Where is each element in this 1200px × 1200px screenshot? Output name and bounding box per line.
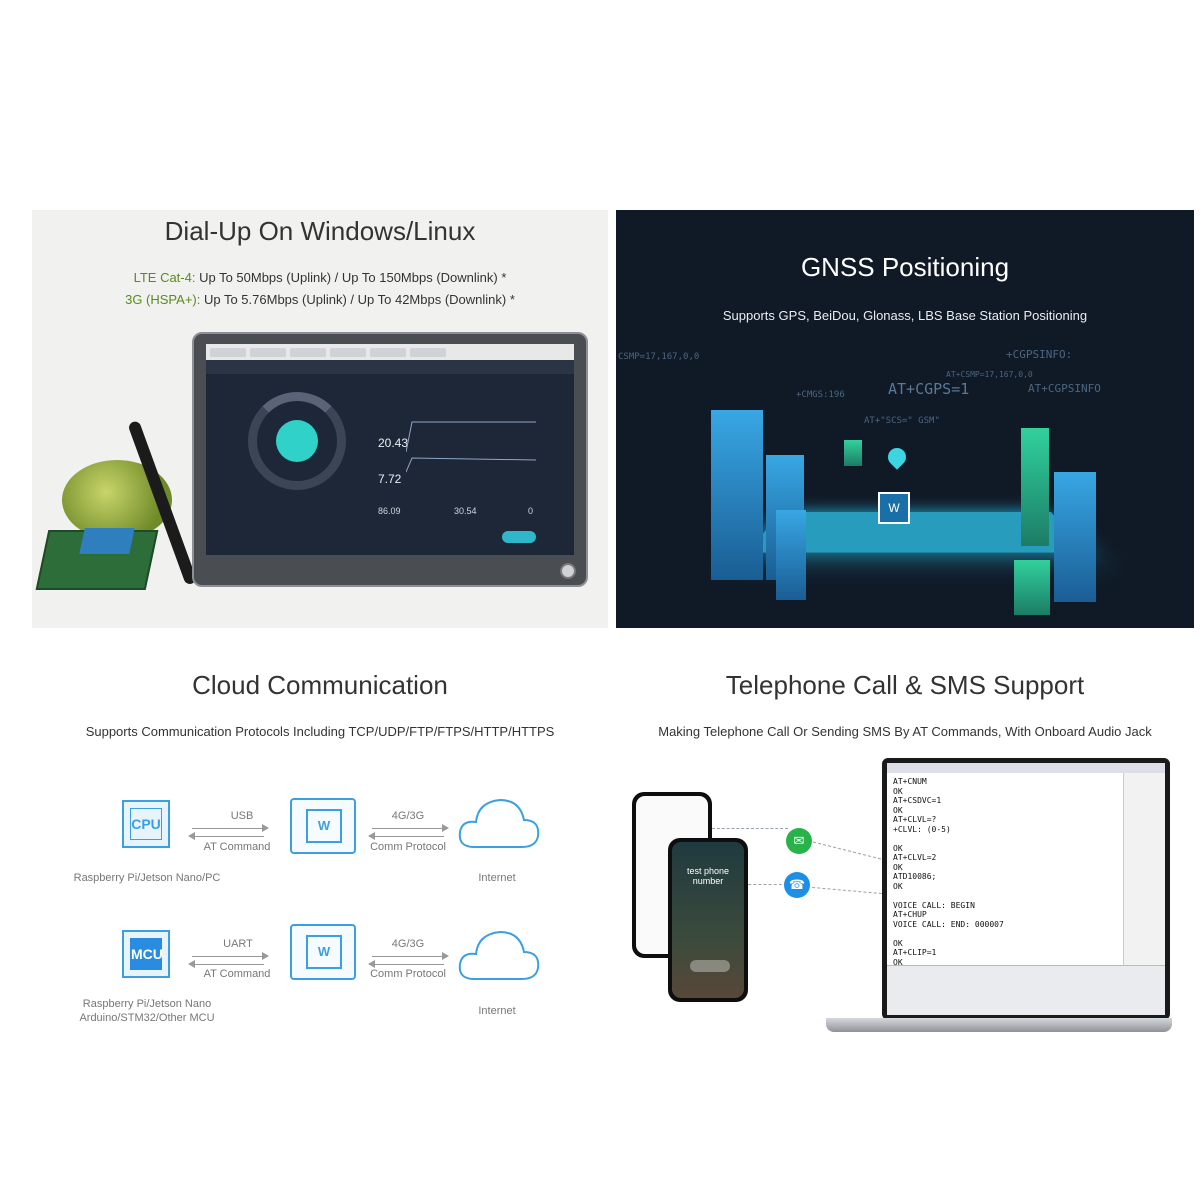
lte-module-icon: W (290, 924, 356, 980)
caller-name: test phone number (686, 866, 730, 886)
bg-code-text: +CMGS:196 (796, 390, 845, 400)
usb-label: USB (230, 810, 254, 822)
phone-call-icon: ☎ (784, 872, 810, 898)
internet-label: Internet (478, 872, 516, 884)
at-command-label: AT Command (203, 968, 271, 980)
cloud-icon (458, 930, 540, 980)
speed-graph (406, 421, 536, 473)
speed-gauge (248, 392, 346, 490)
connector-line (712, 828, 788, 829)
gnss-title: GNSS Positioning (800, 252, 1010, 282)
terminal-controls (887, 965, 1165, 1015)
speedtest-action-button (502, 531, 536, 543)
comm-protocol-label: Comm Protocol (370, 841, 446, 853)
building-image (844, 440, 862, 466)
monitor-knob (560, 563, 576, 579)
bg-code-text: AT+CGPS=1 (888, 380, 970, 398)
ping-value: 86.09 (378, 506, 401, 516)
building-image (1014, 560, 1050, 615)
hspa-label: 3G (HSPA+): (125, 292, 201, 307)
cloud-icon (458, 798, 540, 848)
upload-value: 7.72 (378, 472, 402, 486)
mcu-chip-icon: MCU (122, 930, 170, 978)
comm-protocol-label: Comm Protocol (370, 968, 446, 980)
telephone-subtitle: Making Telephone Call Or Sending SMS By … (658, 724, 1152, 739)
cloud-title: Cloud Communication (192, 670, 448, 700)
bg-code-text: +CGPSINFO: (1006, 348, 1073, 361)
building-image (711, 410, 763, 580)
speedtest-navbar (206, 360, 574, 374)
building-image (1054, 472, 1096, 602)
sscom-terminal-window: AT+CNUM OK AT+CSDVC=1 OK AT+CLVL=? +CLVL… (887, 763, 1165, 1015)
telephone-title: Telephone Call & SMS Support (725, 670, 1085, 700)
slide-to-answer (690, 960, 730, 972)
hspa-speed-line: 3G (HSPA+): Up To 5.76Mbps (Uplink) / Up… (32, 292, 608, 307)
connector-line (812, 841, 882, 860)
cloud-panel: Cloud Communication Supports Communicati… (32, 640, 608, 1060)
connector-line (812, 886, 882, 895)
dialup-panel: Dial-Up On Windows/Linux LTE Cat-4: Up T… (32, 210, 608, 628)
lte-hat-board-image (79, 528, 135, 554)
laptop-image: AT+CNUM OK AT+CSDVC=1 OK AT+CLVL=? +CLVL… (882, 758, 1170, 1020)
speed-gauge-button (276, 420, 318, 462)
phone-call-image: test phone number (668, 838, 748, 1002)
network-label: 4G/3G (391, 938, 425, 950)
terminal-menu-bar (887, 763, 1165, 773)
laptop-base-image (826, 1018, 1172, 1032)
module-chip-icon: W (878, 492, 910, 524)
gnss-panel: CSMP=17,167,0,0 +CGPSINFO: AT+CGPS=1 AT+… (616, 210, 1194, 628)
lte-module-icon: W (290, 798, 356, 854)
bg-code-text: AT+"SCS=" GSM" (864, 416, 940, 426)
lte-speed-text: Up To 50Mbps (Uplink) / Up To 150Mbps (D… (195, 270, 507, 285)
lte-speed-line: LTE Cat-4: Up To 50Mbps (Uplink) / Up To… (32, 270, 608, 285)
building-image (1021, 428, 1049, 546)
speedtest-screen: 20.43 7.72 86.09 30.54 0 (206, 344, 574, 555)
telephone-panel: Telephone Call & SMS Support Making Tele… (616, 640, 1194, 1060)
building-image (776, 510, 806, 600)
host-label: Raspberry Pi/Jetson Nano (82, 998, 212, 1010)
loss-value: 0 (528, 506, 534, 516)
gnss-subtitle: Supports GPS, BeiDou, Glonass, LBS Base … (722, 308, 1088, 323)
bg-code-text: AT+CSMP=17,167,0,0 (946, 370, 1033, 379)
network-label: 4G/3G (391, 810, 425, 822)
lte-label: LTE Cat-4: (133, 270, 196, 285)
cloud-subtitle: Supports Communication Protocols Includi… (85, 724, 555, 739)
phone-call-screen: test phone number (672, 842, 744, 998)
browser-tab-bar (206, 344, 574, 360)
sms-icon: ✉ (786, 828, 812, 854)
cpu-chip-icon: CPU (122, 800, 170, 848)
bg-code-text: CSMP=17,167,0,0 (618, 352, 700, 362)
download-value: 20.43 (378, 436, 409, 450)
bg-code-text: AT+CGPSINFO (1028, 382, 1101, 395)
host-label: Raspberry Pi/Jetson Nano/PC (73, 872, 221, 884)
monitor-image: 20.43 7.72 86.09 30.54 0 (192, 332, 588, 587)
location-pin-icon (884, 444, 910, 470)
jitter-value: 30.54 (454, 506, 477, 516)
internet-label: Internet (478, 1005, 516, 1017)
at-command-label: AT Command (203, 841, 271, 853)
terminal-output: AT+CNUM OK AT+CSDVC=1 OK AT+CLVL=? +CLVL… (893, 777, 1004, 967)
uart-label: UART (223, 938, 253, 950)
terminal-command-list (1123, 773, 1165, 965)
dialup-title: Dial-Up On Windows/Linux (164, 216, 476, 246)
hspa-speed-text: Up To 5.76Mbps (Uplink) / Up To 42Mbps (… (200, 292, 515, 307)
host-label: Arduino/STM32/Other MCU (79, 1012, 215, 1024)
connector-line (738, 884, 792, 885)
